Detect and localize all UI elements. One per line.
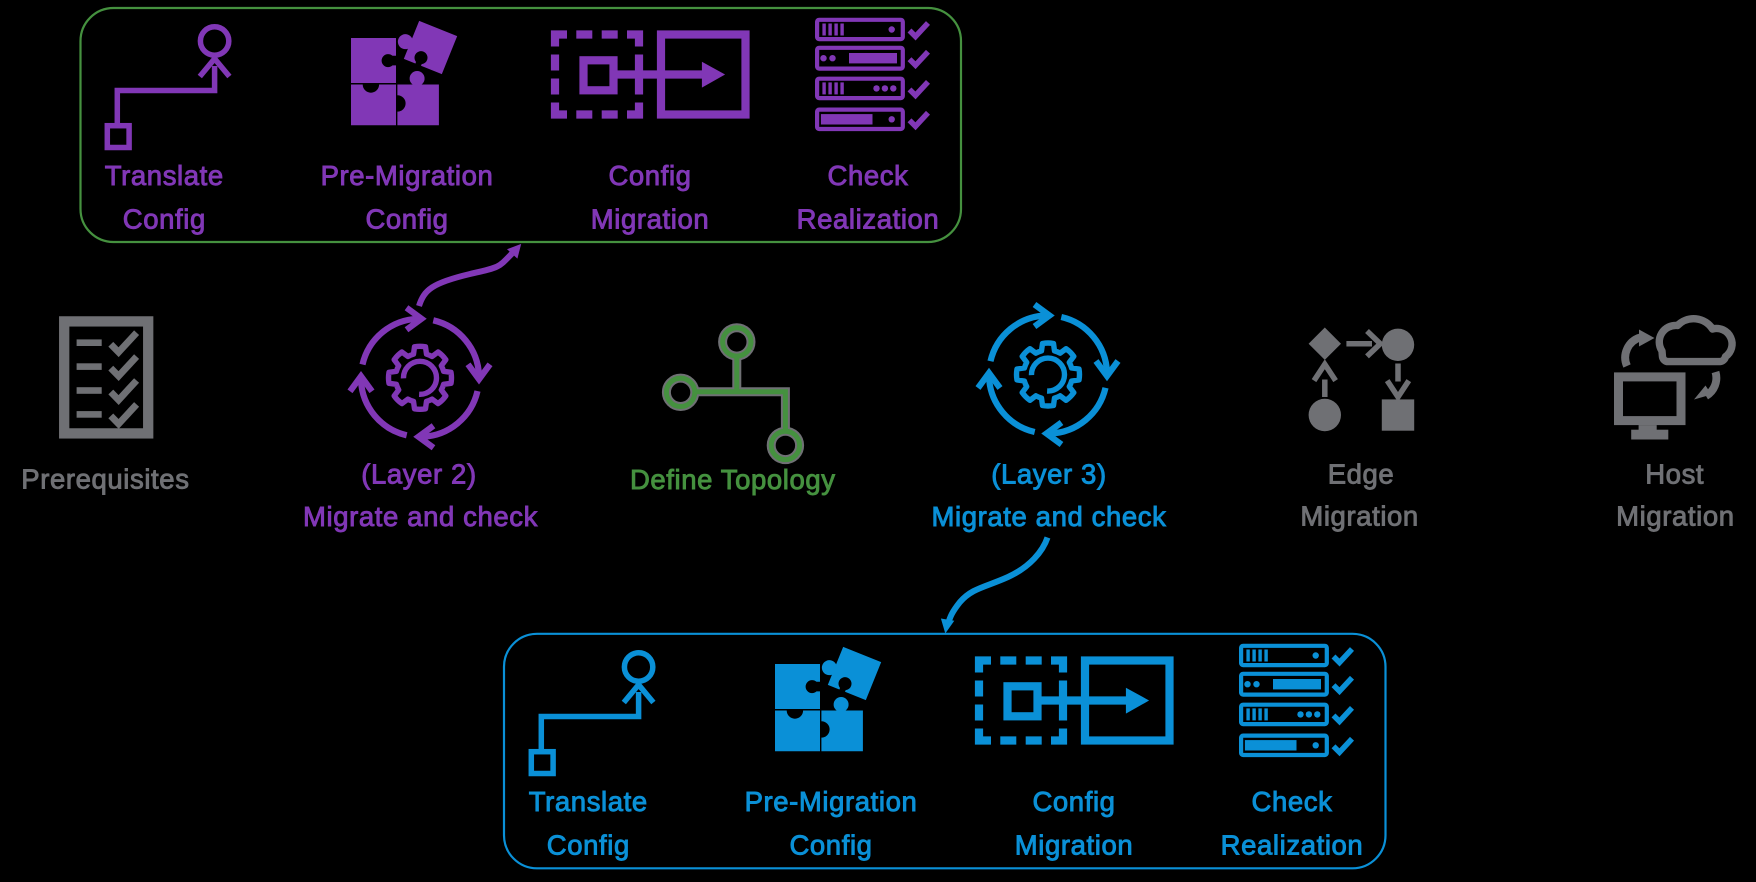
svg-text:Prerequisites: Prerequisites <box>21 464 189 495</box>
svg-text:(Layer 2): (Layer 2) <box>361 459 476 490</box>
svg-text:Migration: Migration <box>1616 501 1735 532</box>
svg-text:Edge: Edge <box>1328 459 1395 490</box>
svg-text:Migrate and check: Migrate and check <box>932 501 1167 532</box>
svg-text:Migrate and check: Migrate and check <box>303 501 538 532</box>
svg-text:Migration: Migration <box>1300 501 1419 532</box>
svg-text:(Layer 3): (Layer 3) <box>991 459 1106 490</box>
svg-text:Host: Host <box>1645 459 1704 490</box>
svg-text:Define Topology: Define Topology <box>630 464 836 495</box>
